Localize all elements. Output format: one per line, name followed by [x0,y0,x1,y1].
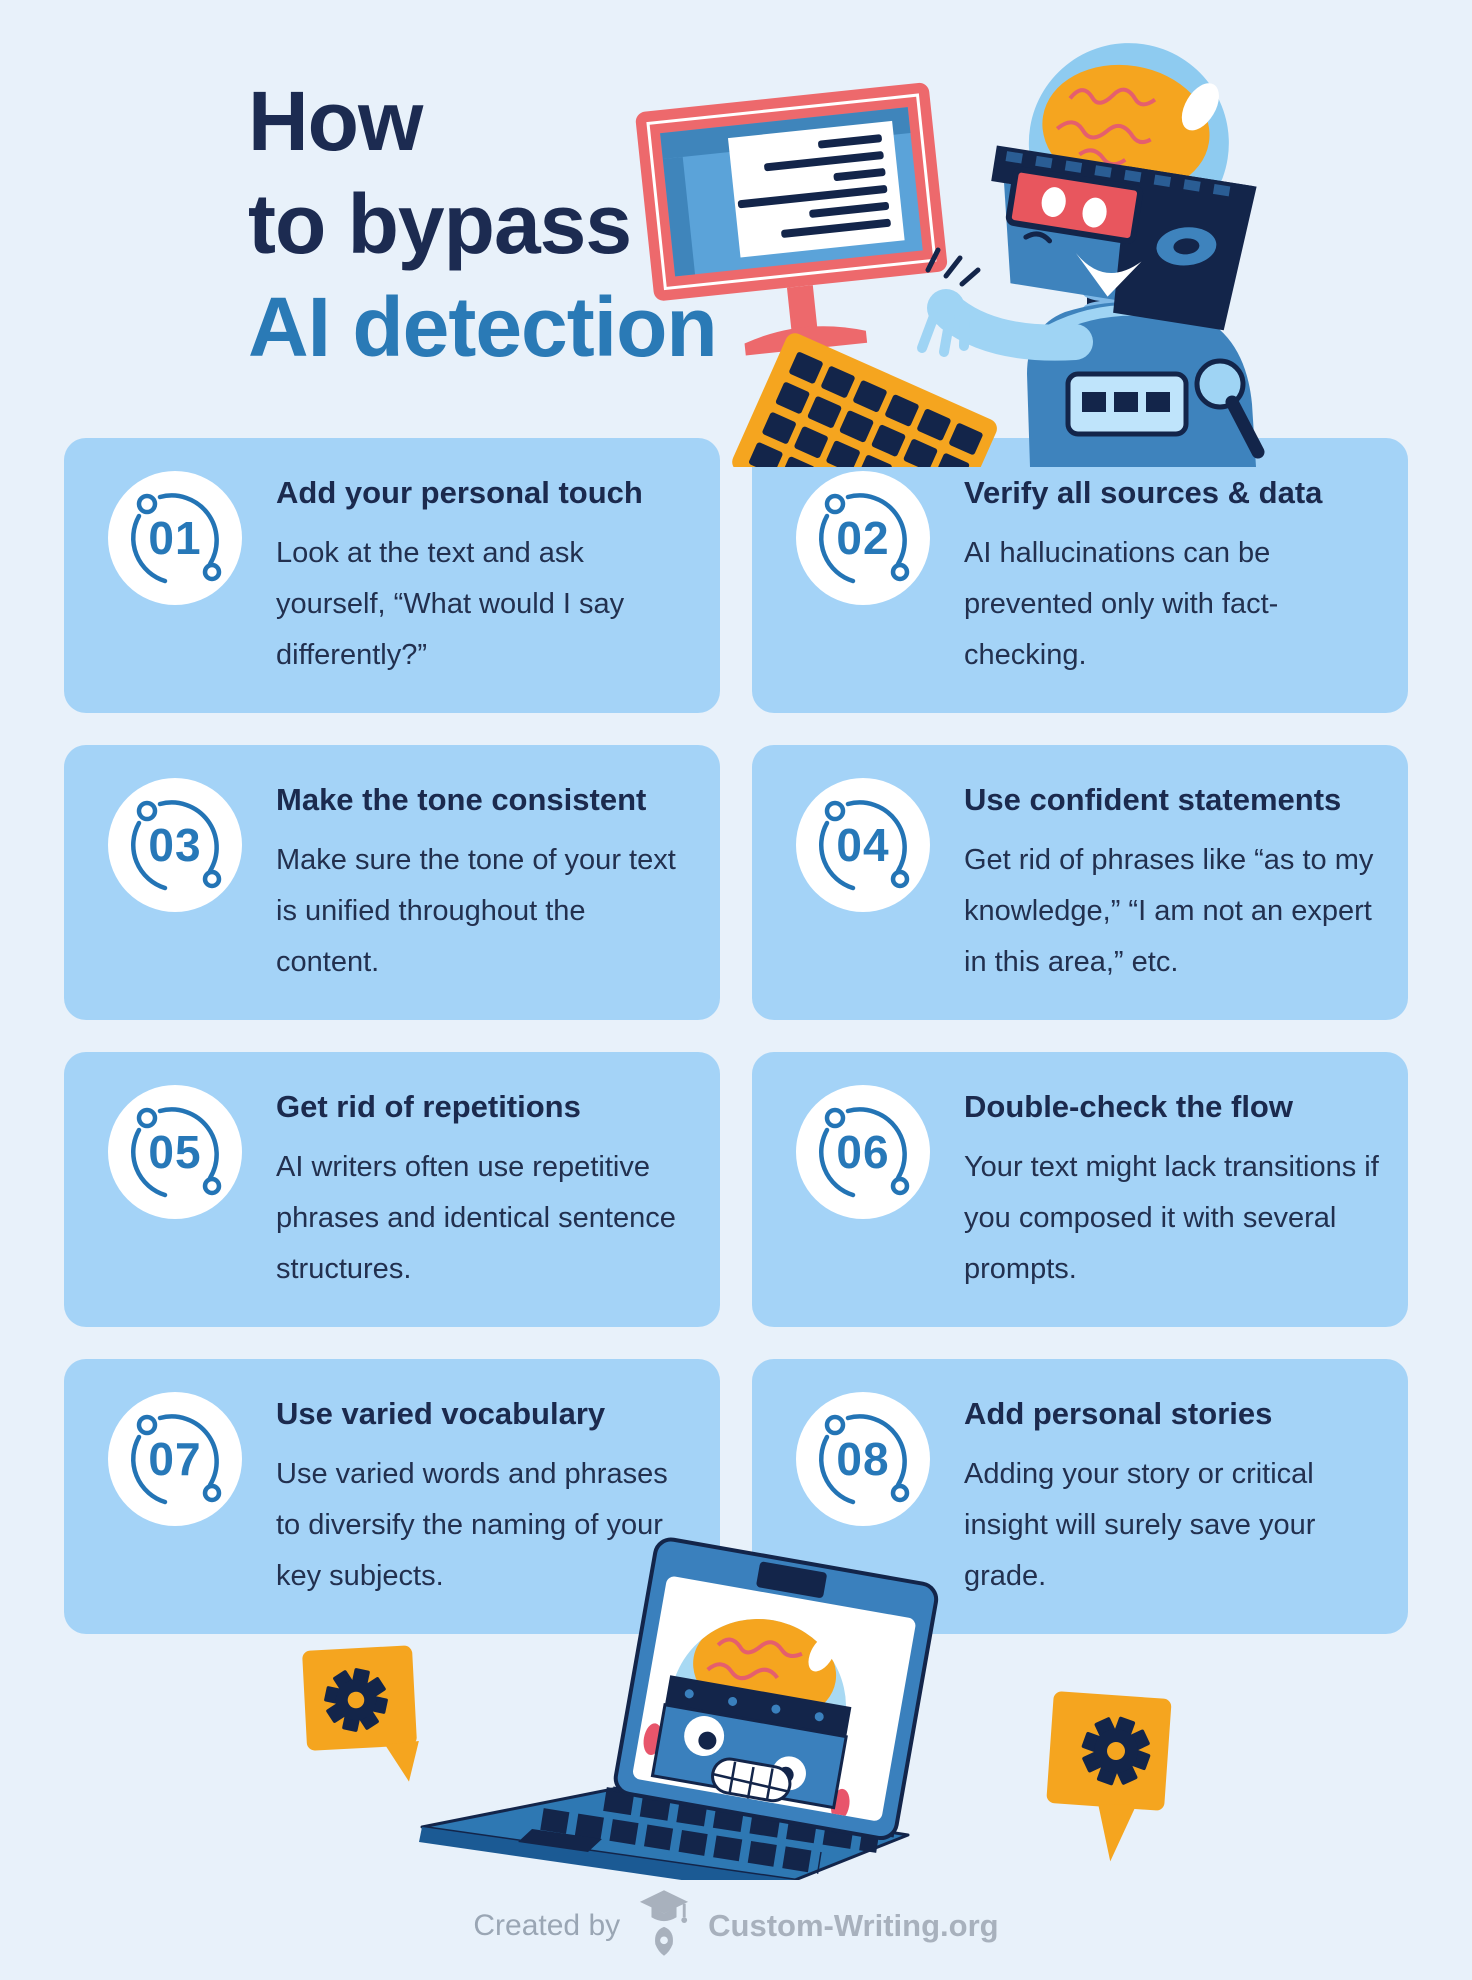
card-title: Use varied vocabulary [276,1396,606,1431]
number-badge: 06 [796,1085,930,1219]
footer-created-by: Created by [473,1908,621,1942]
number-badge: 03 [108,778,242,912]
laptop-icon [419,1537,939,1880]
card-title: Verify all sources & data [964,475,1323,510]
laptop-robot-illustration [302,1537,1172,1880]
keyboard-icon [732,333,997,467]
card-body: Your text might lack transitions if you … [964,1151,1379,1285]
card-body: Look at the text and ask yourself, “What… [276,537,625,671]
page-title: How to bypass AI detection [248,70,718,379]
tip-card-3: 03 Make the tone consistent Make sure th… [64,745,720,1020]
gear-speech-bubble-left [302,1645,419,1782]
tip-card-8: 08 Add personal stories Adding your stor… [752,1359,1408,1634]
robot-typing-illustration [635,43,1265,467]
card-title: Add personal stories [964,1396,1273,1431]
number-badge: 02 [796,471,930,605]
card-title: Get rid of repetitions [276,1089,581,1124]
card-title: Double-check the flow [964,1089,1293,1124]
number-badge: 07 [108,1392,242,1526]
tips-grid: 01 Add your personal touch Look at the t… [64,438,1408,1634]
title-line-1: How [248,74,423,168]
card-body: Get rid of phrases like “as to my knowle… [964,844,1374,978]
card-number: 08 [836,1433,889,1485]
footer-credit: Created by Custom-Writing.org [0,1888,1472,1963]
tip-card-5: 05 Get rid of repetitions AI writers oft… [64,1052,720,1327]
card-number: 02 [836,512,889,564]
card-number: 03 [148,819,201,871]
card-body: Adding your story or critical insight wi… [964,1458,1316,1592]
tip-card-1: 01 Add your personal touch Look at the t… [64,438,720,713]
tip-card-7: 07 Use varied vocabulary Use varied word… [64,1359,720,1634]
tip-card-2: 02 Verify all sources & data AI hallucin… [752,438,1408,713]
title-line-3: AI detection [248,280,718,374]
title-line-2: to bypass [248,177,632,271]
number-badge: 08 [796,1392,930,1526]
card-body: Make sure the tone of your text is unifi… [276,844,676,978]
card-body: Use varied words and phrases to diversif… [276,1458,668,1592]
tip-card-6: 06 Double-check the flow Your text might… [752,1052,1408,1327]
card-title: Make the tone consistent [276,782,647,817]
card-number: 06 [836,1126,889,1178]
tip-card-4: 04 Use confident statements Get rid of p… [752,745,1408,1020]
monitor-icon [635,82,948,356]
footer-brand: Custom-Writing.org [708,1907,999,1943]
graduation-cap-pen-icon [638,1888,690,1963]
card-number: 01 [148,512,201,564]
number-badge: 05 [108,1085,242,1219]
card-title: Use confident statements [964,782,1342,817]
card-number: 04 [836,819,889,871]
robot-icon [917,43,1265,467]
gear-speech-bubble-right [1046,1691,1172,1862]
number-badge: 04 [796,778,930,912]
card-number: 07 [148,1433,201,1485]
card-title: Add your personal touch [276,475,643,510]
number-badge: 01 [108,471,242,605]
card-body: AI hallucinations can be prevented only … [964,537,1279,671]
card-number: 05 [148,1126,201,1178]
card-body: AI writers often use repetitive phrases … [276,1151,676,1285]
